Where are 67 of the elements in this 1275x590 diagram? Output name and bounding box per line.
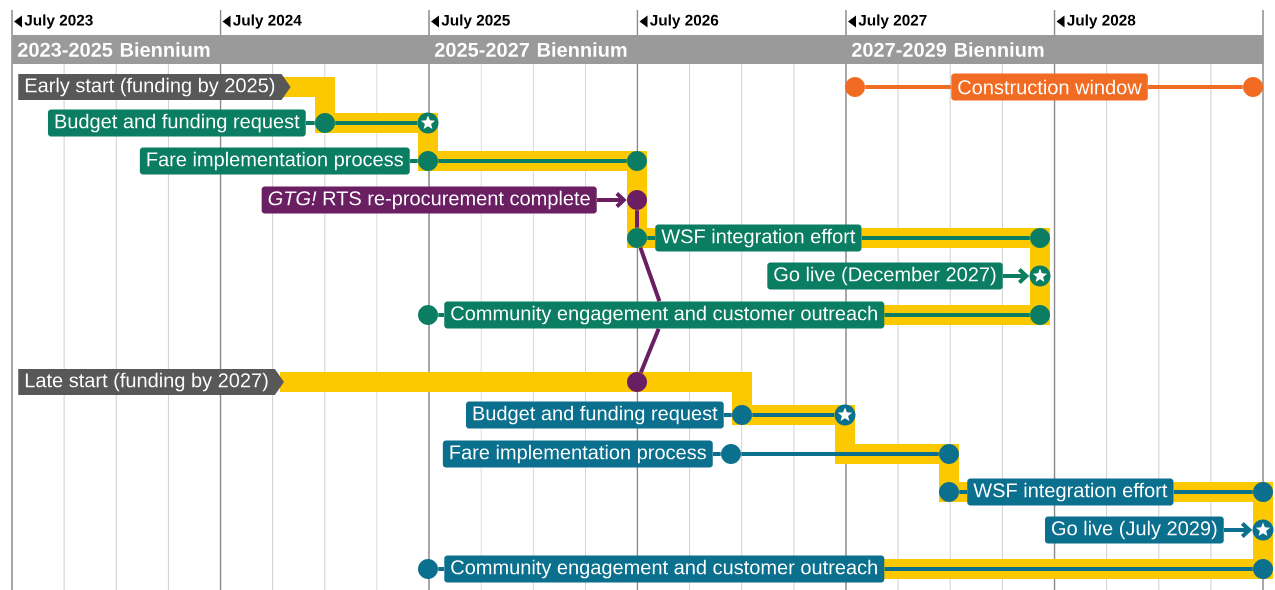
connector-line <box>438 159 627 163</box>
milestone-dot <box>1030 228 1050 248</box>
milestone-dot <box>845 77 865 97</box>
connector-line <box>335 121 418 125</box>
task-label: WSF integration effort <box>655 224 862 252</box>
task-label: Go live (December 2027) <box>767 262 1003 290</box>
milestone-dot <box>939 482 959 502</box>
connector-line <box>724 413 732 417</box>
connector-line <box>713 452 721 456</box>
date-label: July 2025 <box>441 14 510 29</box>
task-label: Community engagement and customer outreach <box>444 555 885 583</box>
connector-line <box>306 121 315 125</box>
task-label: WSF integration effort <box>967 478 1174 506</box>
milestone-dot <box>1243 77 1263 97</box>
arrow <box>1224 522 1253 538</box>
task-label: GTG! RTS re-procurement complete <box>261 186 597 214</box>
node-label: 2023-2025 Biennium <box>17 42 210 57</box>
biennium-band: 2027-2029 Biennium <box>846 35 1264 64</box>
connector-line <box>884 567 1253 571</box>
scenario-tag: Late start (funding by 2027) <box>18 369 284 395</box>
milestone-dot <box>627 372 647 392</box>
connector-line <box>638 247 662 302</box>
node-label: 2027-2029 Biennium <box>851 42 1044 57</box>
connector-line <box>438 567 444 571</box>
milestone-dot <box>721 444 741 464</box>
task-label: Fare implementation process <box>139 147 410 175</box>
date-label: July 2028 <box>1067 14 1136 29</box>
task-label: Construction window <box>951 73 1148 101</box>
connector-line <box>635 210 639 228</box>
date-label: July 2027 <box>858 14 927 29</box>
connector-line <box>438 313 444 317</box>
milestone-dot <box>418 151 438 171</box>
milestone-dot <box>418 559 438 579</box>
milestone-dot <box>939 444 959 464</box>
task-label: Community engagement and customer outreach <box>444 301 885 329</box>
scenario-tag: Early start (funding by 2025) <box>18 74 291 100</box>
connector-line <box>741 452 939 456</box>
connector-line <box>865 85 951 89</box>
connector-line <box>410 159 418 163</box>
node-label: 2025-2027 Biennium <box>434 42 627 57</box>
arrow <box>597 192 627 208</box>
task-label: Budget and funding request <box>466 401 724 429</box>
connector-line <box>639 328 661 374</box>
task-label: Go live (July 2029) <box>1045 516 1224 544</box>
connector-line <box>959 490 967 494</box>
connector-line <box>647 236 655 240</box>
connector-line <box>1173 490 1253 494</box>
date-label: July 2024 <box>233 14 302 29</box>
task-label: Fare implementation process <box>442 440 713 468</box>
date-label: July 2023 <box>24 14 93 29</box>
milestone-dot <box>627 228 647 248</box>
milestone-dot <box>1253 482 1273 502</box>
biennium-band: 2023-2025 Biennium <box>12 35 430 64</box>
milestone-dot <box>315 113 335 133</box>
arrow <box>1003 268 1030 284</box>
task-label: Budget and funding request <box>48 109 306 137</box>
connector-line <box>861 236 1030 240</box>
connector-line <box>884 313 1030 317</box>
connector-line <box>752 413 835 417</box>
milestone-dot <box>1253 559 1273 579</box>
connector-line <box>1148 85 1243 89</box>
biennium-band: 2025-2027 Biennium <box>429 35 847 64</box>
milestone-dot <box>418 305 438 325</box>
milestone-dot <box>732 405 752 425</box>
milestone-dot <box>627 190 647 210</box>
milestone-dot <box>1030 305 1050 325</box>
milestone-dot <box>627 151 647 171</box>
